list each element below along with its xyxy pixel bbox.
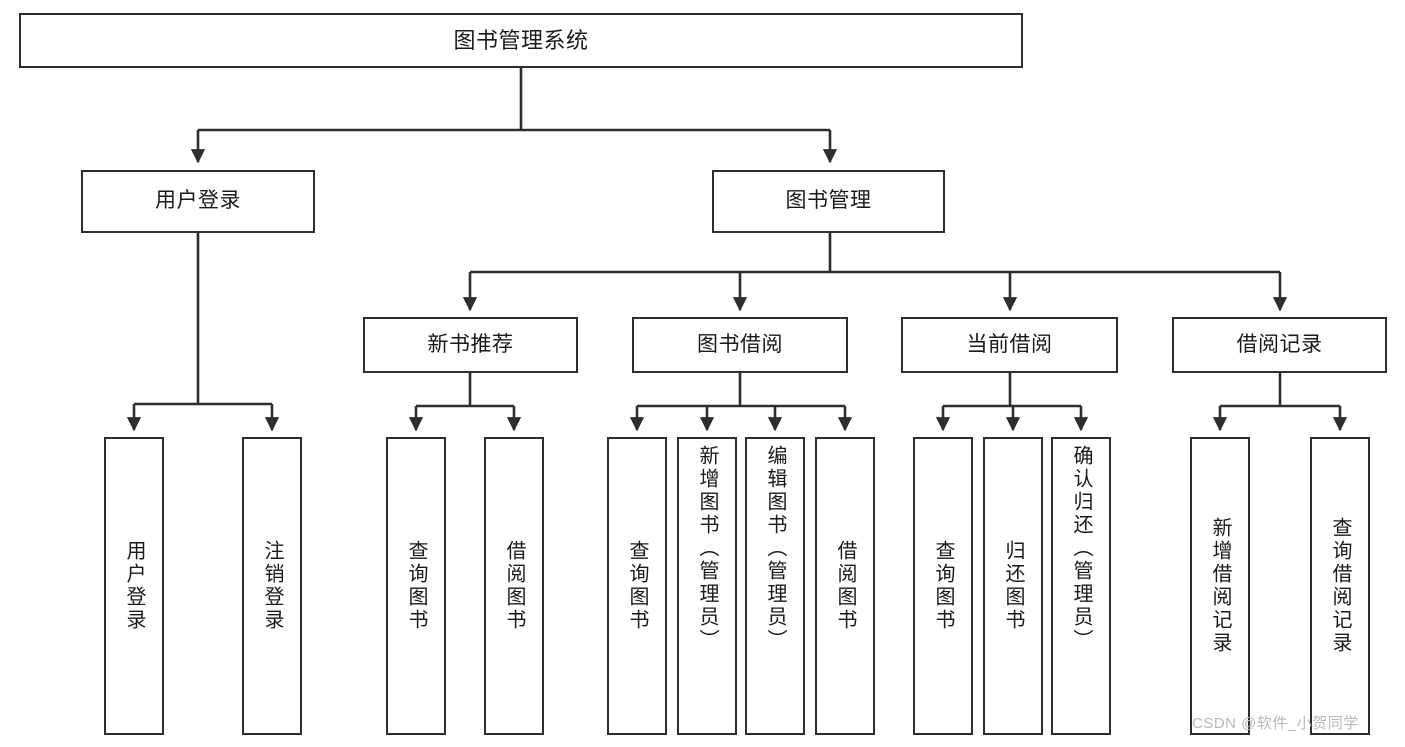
leaf-return-book[interactable]: 归还图书 — [983, 437, 1043, 735]
node-label: 新增借阅记录 — [1209, 517, 1231, 655]
node-user-login[interactable]: 用户登录 — [81, 170, 315, 233]
node-label: 新书推荐 — [427, 332, 514, 356]
leaf-add-borrow-record[interactable]: 新增借阅记录 — [1190, 437, 1250, 735]
leaf-query-book-recommend[interactable]: 查询图书 — [386, 437, 446, 735]
leaf-query-book-borrow[interactable]: 查询图书 — [607, 437, 667, 735]
leaf-borrow-book[interactable]: 借阅图书 — [815, 437, 875, 735]
node-label: 新增图书（管理员） — [696, 445, 718, 652]
node-label: 图书借阅 — [697, 332, 783, 356]
leaf-add-book-admin[interactable]: 新增图书（管理员） — [677, 437, 737, 735]
node-label: 图书管理 — [785, 189, 872, 213]
node-book-borrow[interactable]: 图书借阅 — [632, 317, 848, 373]
leaf-user-logout[interactable]: 注销登录 — [242, 437, 302, 735]
leaf-query-borrow-record[interactable]: 查询借阅记录 — [1310, 437, 1370, 735]
node-label: 确认归还（管理员） — [1070, 445, 1092, 652]
node-label: 借阅图书 — [834, 540, 856, 632]
node-label: 当前借阅 — [966, 332, 1053, 356]
node-label: 图书管理系统 — [453, 27, 589, 53]
leaf-user-login[interactable]: 用户登录 — [104, 437, 164, 735]
node-label: 查询借阅记录 — [1329, 517, 1351, 655]
node-label: 用户登录 — [123, 540, 145, 632]
node-label: 注销登录 — [261, 540, 283, 632]
node-label: 查询图书 — [932, 540, 954, 632]
node-label: 借阅图书 — [503, 540, 525, 632]
node-label: 用户登录 — [155, 189, 241, 213]
leaf-borrow-book-recommend[interactable]: 借阅图书 — [484, 437, 544, 735]
node-borrow-record[interactable]: 借阅记录 — [1172, 317, 1387, 373]
node-root-system[interactable]: 图书管理系统 — [19, 13, 1023, 68]
node-label: 查询图书 — [626, 540, 648, 632]
leaf-query-book-current[interactable]: 查询图书 — [913, 437, 973, 735]
node-book-management[interactable]: 图书管理 — [712, 170, 945, 233]
node-new-book-recommend[interactable]: 新书推荐 — [363, 317, 578, 373]
node-current-borrow[interactable]: 当前借阅 — [901, 317, 1118, 373]
leaf-edit-book-admin[interactable]: 编辑图书（管理员） — [745, 437, 805, 735]
node-label: 查询图书 — [405, 540, 427, 632]
csdn-watermark: CSDN @软件_小贺同学 — [1192, 715, 1359, 732]
node-label: 归还图书 — [1002, 540, 1024, 632]
node-label: 编辑图书（管理员） — [764, 445, 786, 652]
node-label: 借阅记录 — [1236, 332, 1323, 356]
leaf-confirm-return-admin[interactable]: 确认归还（管理员） — [1051, 437, 1111, 735]
